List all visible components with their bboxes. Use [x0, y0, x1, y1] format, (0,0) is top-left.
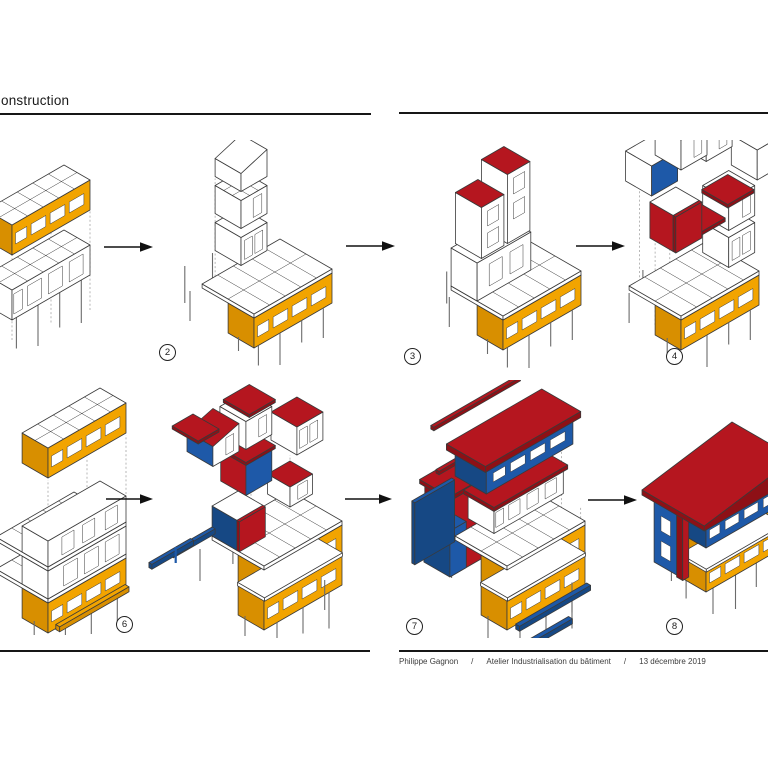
step-number-badge: 3 — [404, 348, 421, 365]
arrow-right-icon — [106, 494, 153, 504]
footer-rule-left — [0, 650, 370, 652]
step-8-diagram — [641, 421, 768, 614]
footer-date: 13 décembre 2019 — [639, 657, 706, 666]
slide-footer: Philippe Gagnon / Atelier Industrialisatio… — [399, 657, 706, 666]
footer-rule-right — [399, 650, 768, 652]
step-2-diagram — [184, 140, 333, 366]
title-rule-left — [0, 113, 371, 115]
arrow-right-icon — [346, 241, 395, 251]
footer-separator: / — [623, 657, 627, 666]
step-number-badge: 7 — [406, 618, 423, 635]
step-7-diagram — [411, 380, 592, 638]
slide-title-fragment: onstruction — [1, 93, 70, 108]
arrow-right-icon — [588, 495, 637, 505]
step-number-badge: 8 — [666, 618, 683, 635]
step-number-badge: 4 — [666, 348, 683, 365]
arrow-right-icon — [104, 242, 153, 252]
footer-separator: / — [471, 657, 474, 666]
step-1-diagram — [0, 164, 91, 349]
footer-course: Atelier Industrialisation du bâtiment — [486, 657, 611, 666]
footer-author: Philippe Gagnon — [399, 657, 459, 666]
step-5-diagram — [0, 387, 130, 635]
step-number-badge: 2 — [159, 344, 176, 361]
step-number-badge: 6 — [116, 616, 133, 633]
arrow-right-icon — [345, 494, 392, 504]
arrow-right-icon — [576, 241, 625, 251]
title-rule-right — [399, 112, 768, 114]
step-3-diagram — [446, 146, 582, 368]
step-4-diagram — [625, 140, 768, 367]
step-6-diagram — [148, 384, 343, 638]
